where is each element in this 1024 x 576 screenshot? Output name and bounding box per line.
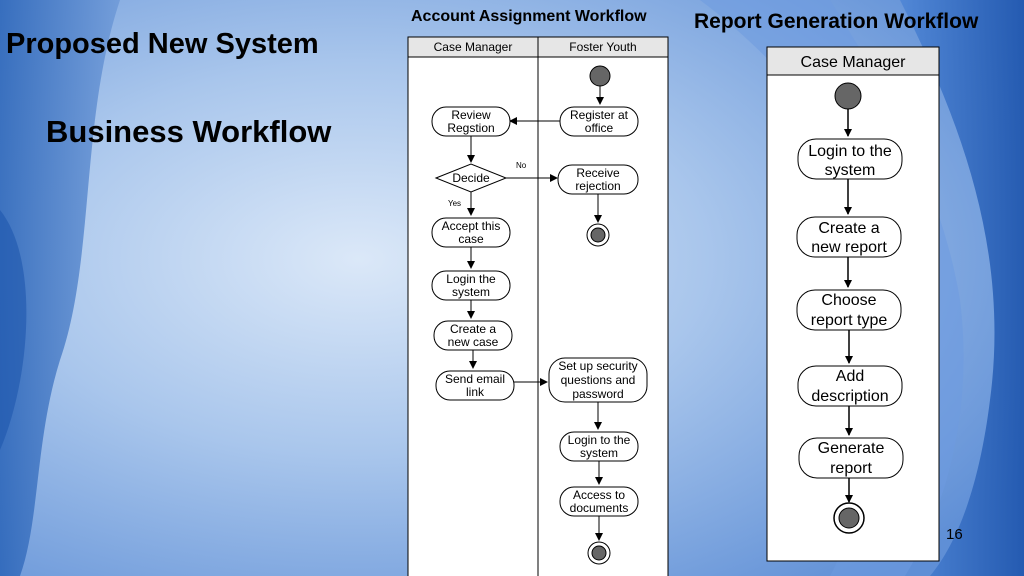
report-node-choose-line1: Choose xyxy=(821,292,876,309)
report-node-login-line2: system xyxy=(825,162,876,179)
node-login-fy-line1: Login to the xyxy=(568,433,631,447)
report-node-create xyxy=(796,216,902,258)
node-send-email-line2: link xyxy=(466,385,485,399)
slide-title: Proposed New System xyxy=(6,28,319,60)
node-security-line1: Set up security xyxy=(558,359,637,373)
report-start-node xyxy=(834,82,862,110)
report-node-add-line2: description xyxy=(811,388,888,405)
node-login-cm-line1: Login the xyxy=(446,272,496,286)
node-register-line1: Register at xyxy=(570,108,629,122)
page-number: 16 xyxy=(946,526,963,543)
slide-subtitle: Business Workflow xyxy=(46,114,332,149)
node-access-line2: documents xyxy=(570,501,629,515)
report-node-generate xyxy=(798,437,904,479)
report-node-generate-line1: Generate xyxy=(818,440,885,457)
report-node-generate-line2: report xyxy=(830,460,872,477)
node-login-cm-line2: system xyxy=(452,285,490,299)
report-node-add-line1: Add xyxy=(836,368,864,385)
end-node-access-inner xyxy=(591,545,607,561)
node-rejection-line1: Receive xyxy=(576,166,620,180)
node-access-line1: Access to xyxy=(573,488,625,502)
report-end-node-inner xyxy=(838,507,860,529)
label-no: No xyxy=(516,161,527,170)
node-register-line2: office xyxy=(585,121,614,135)
report-node-create-line2: new report xyxy=(811,239,887,256)
node-security-line3: password xyxy=(572,387,623,401)
label-yes: Yes xyxy=(448,199,461,208)
report-node-login-line1: Login to the xyxy=(808,143,892,160)
node-accept-line1: Accept this xyxy=(442,219,501,233)
report-node-login xyxy=(797,138,903,180)
report-workflow-panel: Case Manager Login to the system Create … xyxy=(766,46,940,562)
end-node-rejection-inner xyxy=(590,227,606,243)
node-create-case-line2: new case xyxy=(448,335,499,349)
start-node xyxy=(589,65,611,87)
node-login-fy-line2: system xyxy=(580,446,618,460)
node-send-email-line1: Send email xyxy=(445,372,505,386)
node-send-email xyxy=(435,370,515,401)
account-workflow-panel: Case Manager Foster Youth Register at of… xyxy=(407,36,669,576)
report-workflow-title: Report Generation Workflow xyxy=(694,10,979,33)
lane-foster-youth: Foster Youth xyxy=(569,40,636,54)
report-node-choose-line2: report type xyxy=(811,312,888,329)
report-lane-case-manager: Case Manager xyxy=(801,54,907,71)
node-security-line2: questions and xyxy=(561,373,636,387)
node-review-line1: Review xyxy=(451,108,491,122)
report-node-create-line1: Create a xyxy=(818,220,879,237)
node-rejection-line2: rejection xyxy=(575,179,620,193)
node-decide-label: Decide xyxy=(452,171,490,185)
node-create-case-line1: Create a xyxy=(450,322,496,336)
report-node-add xyxy=(797,365,903,407)
lane-case-manager: Case Manager xyxy=(434,40,513,54)
account-workflow-title: Account Assignment Workflow xyxy=(411,8,647,25)
node-accept-line2: case xyxy=(458,232,484,246)
node-review-line2: Regstion xyxy=(447,121,494,135)
